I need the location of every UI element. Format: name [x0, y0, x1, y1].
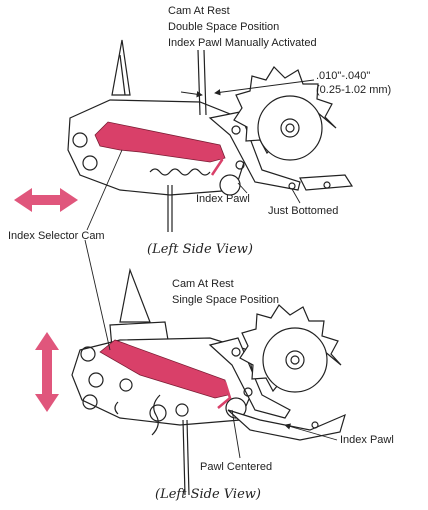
just-bottomed-label: Just Bottomed [268, 205, 339, 217]
pawl-centered-label: Pawl Centered [200, 461, 273, 473]
top-index-selector-cam [94, 121, 226, 163]
bottom-caption: (Left Side View) [155, 487, 261, 502]
top-note-line-2: Double Space Position [168, 21, 280, 33]
top-caption: (Left Side View) [147, 242, 253, 257]
bottom-index-pawl-label: Index Pawl [340, 434, 394, 446]
bottom-mechanism [71, 267, 346, 496]
bottom-note-line-2: Single Space Position [172, 294, 280, 306]
index-selector-cam-label: Index Selector Cam [8, 230, 105, 242]
bottom-vertical-arrow [35, 332, 59, 412]
bottom-note-line-1: Cam At Rest [172, 278, 234, 290]
top-note-line-3: Index Pawl Manually Activated [168, 37, 317, 49]
top-note-line-1: Cam At Rest [168, 5, 230, 17]
gap-dimension-in: .010"-.040" [316, 70, 371, 82]
gap-dimension-mm: (0.25-1.02 mm) [316, 84, 392, 96]
top-horizontal-arrow [14, 188, 78, 212]
top-index-pawl-label: Index Pawl [196, 193, 250, 205]
